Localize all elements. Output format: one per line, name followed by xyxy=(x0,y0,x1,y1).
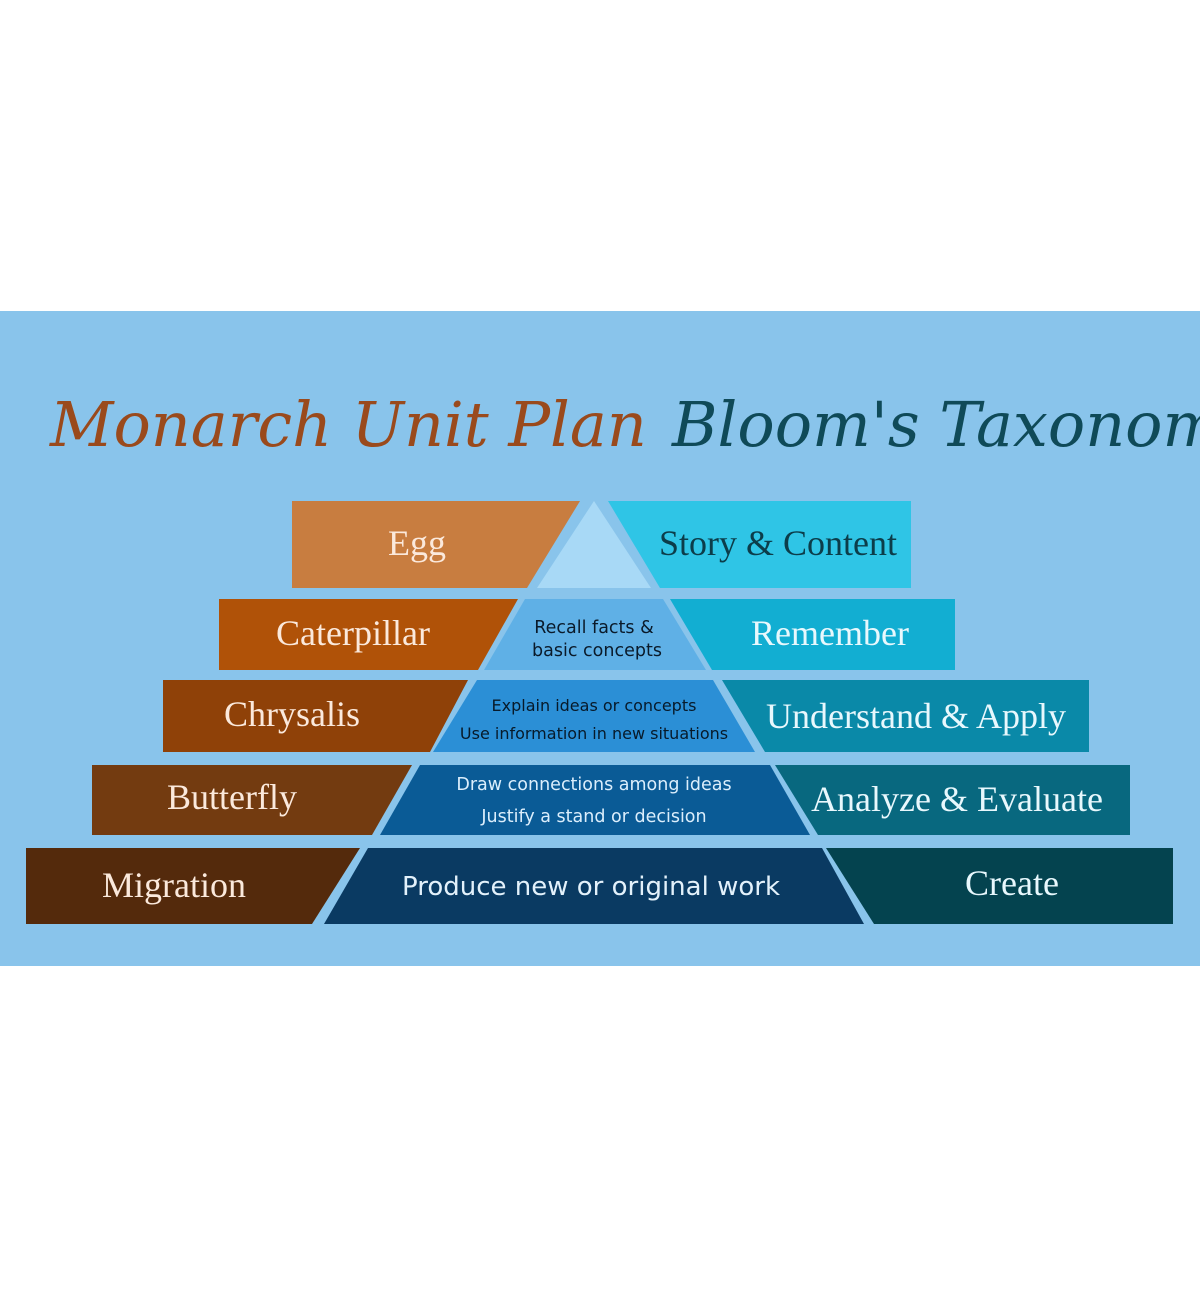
band-create xyxy=(826,848,1173,924)
label-chrysalis: Chrysalis xyxy=(224,694,360,734)
pyramid-level-understand xyxy=(433,680,755,752)
desc-create-line1: Produce new or original work xyxy=(402,872,780,902)
title-blooms-taxonomy: Bloom's Taxonomy xyxy=(671,388,1200,461)
label-remember: Remember xyxy=(751,613,909,653)
label-analyze-evaluate: Analyze & Evaluate xyxy=(811,779,1103,819)
band-butterfly xyxy=(92,765,412,835)
pyramid-apex xyxy=(537,501,651,588)
band-remember xyxy=(670,599,955,670)
band-understand-apply xyxy=(722,680,1089,752)
pyramid-level-create xyxy=(324,848,864,924)
label-migration: Migration xyxy=(102,865,246,905)
band-analyze-evaluate xyxy=(775,765,1130,835)
title-monarch-unit-plan: Monarch Unit Plan xyxy=(49,388,647,461)
bloom-pyramid-diagram: Monarch Unit Plan Bloom's Taxonomy Egg C… xyxy=(0,311,1200,966)
band-migration xyxy=(26,848,360,924)
label-butterfly: Butterfly xyxy=(167,777,297,817)
pyramid-level-remember xyxy=(484,599,706,670)
slide-background: Monarch Unit Plan Bloom's Taxonomy Egg C… xyxy=(0,311,1200,966)
desc-remember-line1: Recall facts & xyxy=(534,618,654,638)
band-chrysalis xyxy=(163,680,468,752)
label-story-content: Story & Content xyxy=(659,523,897,563)
band-egg xyxy=(292,501,580,588)
band-story-content xyxy=(608,501,911,588)
pyramid-level-analyze xyxy=(380,765,810,835)
label-caterpillar: Caterpillar xyxy=(276,613,430,653)
desc-remember-line2: basic concepts xyxy=(532,641,662,661)
desc-understand-line1: Explain ideas or concepts xyxy=(492,696,697,715)
band-caterpillar xyxy=(219,599,518,670)
label-understand-apply: Understand & Apply xyxy=(766,696,1066,736)
desc-analyze-line1: Draw connections among ideas xyxy=(456,775,731,795)
label-egg: Egg xyxy=(388,523,446,563)
label-create: Create xyxy=(965,863,1059,903)
desc-understand-line2: Use information in new situations xyxy=(460,724,728,743)
desc-analyze-line2: Justify a stand or decision xyxy=(480,807,706,827)
